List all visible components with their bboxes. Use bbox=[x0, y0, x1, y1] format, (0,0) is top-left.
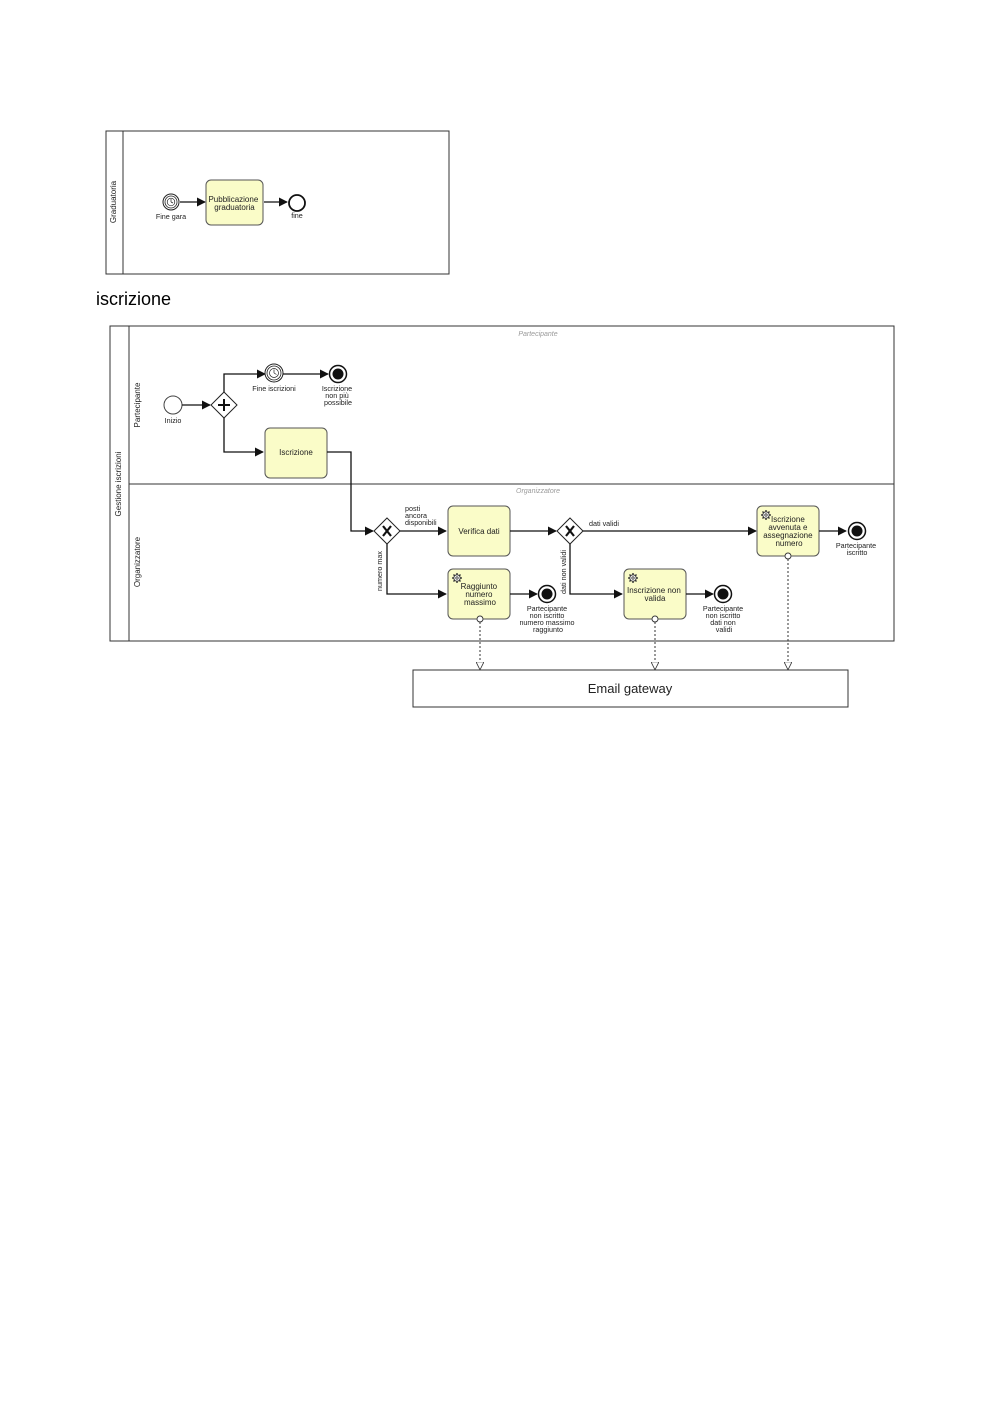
task-iscrizione[interactable]: Iscrizione bbox=[264, 427, 328, 479]
timer-event-fine-iscrizioni[interactable] bbox=[264, 363, 284, 383]
start-event-fine-gara[interactable] bbox=[162, 193, 180, 211]
flow-gateway-timer bbox=[223, 369, 266, 392]
fine-iscrizioni-label: Fine iscrizioni bbox=[252, 384, 296, 393]
flow-dati-non-validi-label: dati non validi bbox=[559, 550, 568, 594]
end-non-possibile-label: Iscrizione non più possibile bbox=[322, 384, 354, 407]
gestione-pool-label: Gestione iscrizioni bbox=[114, 451, 123, 516]
timer-icon bbox=[166, 197, 176, 207]
end-iscritto-label: Partecipante iscritto bbox=[836, 541, 878, 557]
section-heading: iscrizione bbox=[96, 289, 172, 309]
end-event-fine[interactable] bbox=[288, 194, 306, 212]
fine-gara-label: Fine gara bbox=[156, 212, 186, 221]
end-event-iscritto[interactable] bbox=[847, 521, 867, 541]
end-event-numero-massimo[interactable] bbox=[537, 584, 557, 604]
parallel-gateway-icon bbox=[218, 399, 230, 411]
lane-organizzatore-label: Organizzatore bbox=[133, 536, 142, 587]
task-iscrizione-label: Iscrizione bbox=[279, 448, 313, 457]
exclusive-gateway-posti[interactable] bbox=[373, 517, 401, 545]
gestione-iscrizioni-pool: Gestione iscrizioni Partecipante Organiz… bbox=[109, 325, 895, 642]
gear-icon bbox=[760, 509, 772, 521]
flow-numero-max-label: numero max bbox=[375, 551, 384, 591]
flow-posti-label: posti ancora disponibili bbox=[405, 504, 437, 527]
flow-dati-validi-label: dati validi bbox=[589, 519, 619, 528]
gear-icon bbox=[627, 572, 639, 584]
task-raggiunto-label: Raggiunto numero massimo bbox=[461, 582, 500, 607]
message-source-raggiunto bbox=[476, 615, 484, 623]
task-verifica-label: Verifica dati bbox=[458, 527, 500, 536]
task-inscrizione-non-valida[interactable]: Inscrizione non valida bbox=[623, 568, 687, 620]
end-max-label: Partecipante non iscritto numero massimo… bbox=[519, 604, 576, 634]
task-avvenuta-label: Iscrizione avvenuta e assegnazione numer… bbox=[763, 515, 815, 548]
ghost-organizzatore-label: Organizzatore bbox=[516, 488, 560, 495]
task-pubblicazione-label: Pubblicazione graduatoria bbox=[208, 195, 260, 212]
end-event-non-possibile[interactable] bbox=[328, 364, 348, 384]
task-pubblicazione-graduatoria[interactable]: Pubblicazione graduatoria bbox=[205, 179, 264, 226]
lane-partecipante-label: Partecipante bbox=[133, 382, 142, 427]
task-non-valida-label: Inscrizione non valida bbox=[627, 586, 683, 603]
exclusive-gateway-icon bbox=[382, 525, 392, 537]
task-raggiunto-numero-massimo[interactable]: Raggiunto numero massimo bbox=[447, 568, 511, 620]
flow-gateway-raggiunto bbox=[386, 544, 447, 599]
graduatoria-pool-border bbox=[105, 130, 450, 275]
ghost-partecipante-label: Partecipante bbox=[518, 331, 557, 338]
task-verifica-dati[interactable]: Verifica dati bbox=[447, 505, 511, 557]
end-non-validi-label: Partecipante non iscritto dati non valid… bbox=[703, 604, 745, 634]
task-iscrizione-avvenuta[interactable]: Iscrizione avvenuta e assegnazione numer… bbox=[756, 505, 820, 557]
email-gateway-pool[interactable]: Email gateway bbox=[412, 669, 849, 708]
timer-icon bbox=[269, 368, 279, 378]
exclusive-gateway-dati[interactable] bbox=[556, 517, 584, 545]
exclusive-gateway-icon bbox=[565, 525, 575, 537]
graduatoria-pool: Graduatoria bbox=[105, 130, 450, 275]
flow-gateway-iscrizione bbox=[223, 418, 264, 457]
parallel-gateway[interactable] bbox=[210, 391, 238, 419]
email-gateway-label: Email gateway bbox=[588, 681, 673, 696]
flow-gateway-non-valida bbox=[569, 544, 623, 599]
fine-label: fine bbox=[291, 211, 303, 220]
flow-iscrizione-gateway bbox=[327, 451, 374, 536]
message-source-non-valida bbox=[651, 615, 659, 623]
message-source-avvenuta bbox=[784, 552, 792, 560]
inizio-label: Inizio bbox=[165, 416, 182, 425]
start-event-inizio[interactable] bbox=[163, 395, 183, 415]
graduatoria-pool-label: Graduatoria bbox=[109, 180, 118, 223]
end-event-dati-non-validi[interactable] bbox=[713, 584, 733, 604]
